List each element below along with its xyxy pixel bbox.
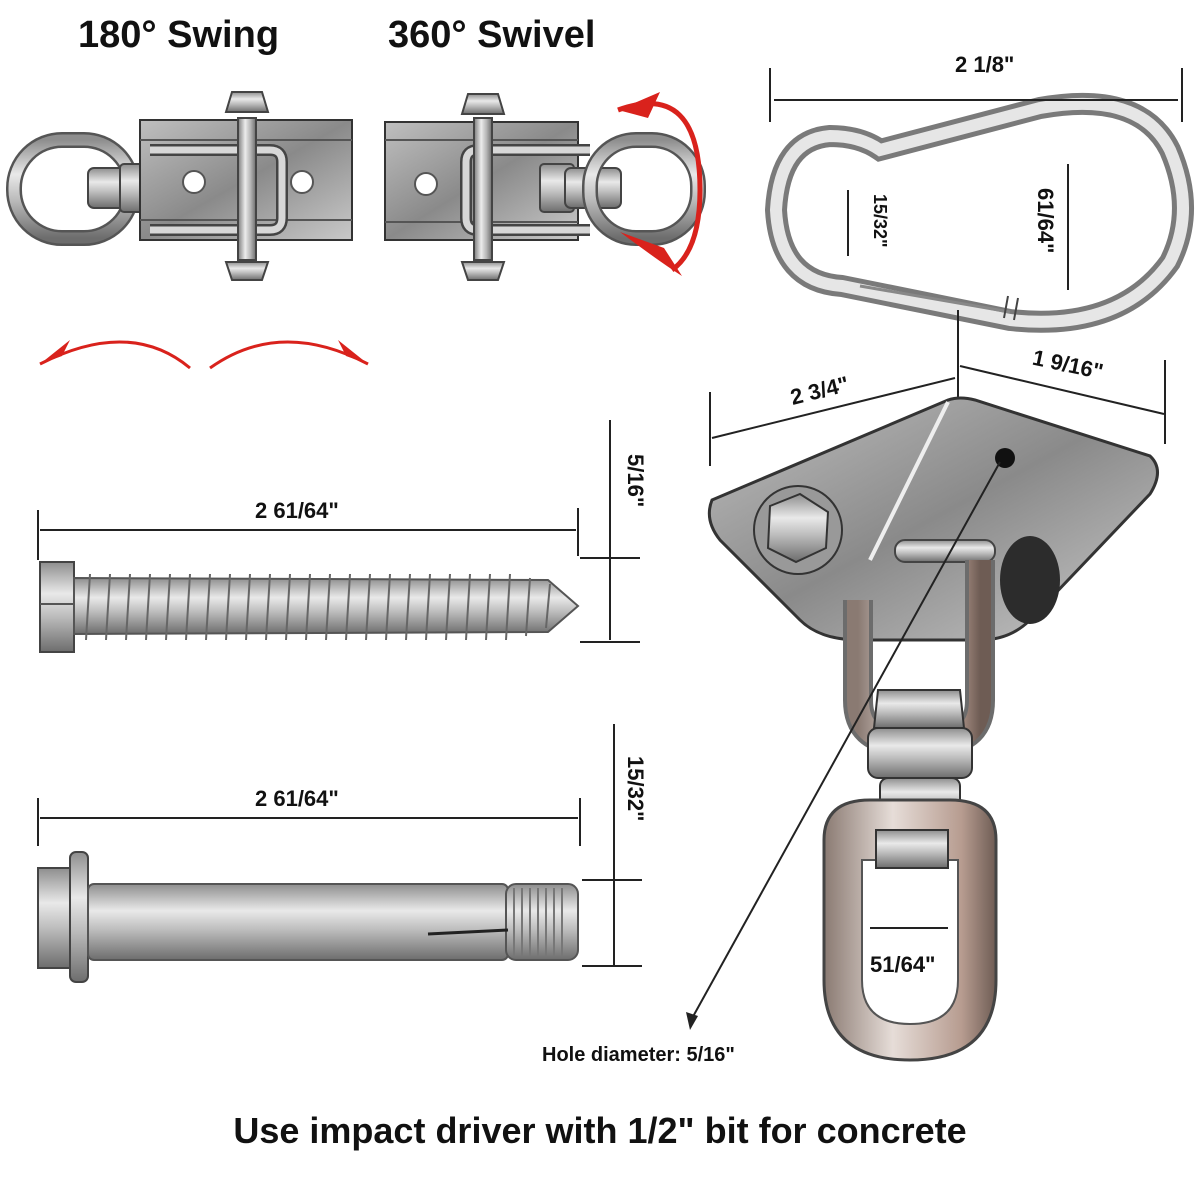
swivel-rotation-arrow-icon [617, 92, 703, 276]
hole-leader-arrow-icon [686, 461, 1001, 1030]
eye-inner-width-label: 51/64" [870, 952, 936, 977]
mount-dimension-lines [709, 360, 1166, 929]
sleeve-anchor-length-label: 2 61/64" [255, 786, 339, 811]
lag-screw-length-label: 2 61/64" [255, 498, 339, 523]
sleeve-anchor-dimension-lines [37, 724, 642, 967]
swing-arc-arrows-icon [39, 340, 369, 370]
swivel-hanger-image [384, 93, 706, 281]
carabiner-dimension-lines [769, 68, 1183, 400]
sleeve-anchor-image [37, 851, 579, 983]
swivel-label: 360° Swivel [388, 14, 596, 56]
ceiling-mount-swivel-image [707, 396, 1159, 1062]
hole-diameter-label: Hole diameter: 5/16" [542, 1044, 735, 1066]
swing-label: 180° Swing [78, 14, 280, 56]
carabiner-image [764, 92, 1194, 333]
carabiner-large-opening-label: 61/64" [1033, 188, 1058, 254]
swing-hanger-image [6, 91, 353, 281]
concrete-instruction: Use impact driver with 1/2" bit for conc… [233, 1110, 967, 1151]
lag-screw-diameter-label: 5/16" [623, 454, 648, 508]
lag-screw-image [39, 561, 580, 653]
lag-screw-dimension-lines [37, 420, 640, 643]
carabiner-length-label: 2 1/8" [955, 52, 1015, 77]
sleeve-anchor-diameter-label: 15/32" [623, 756, 648, 822]
carabiner-small-opening-label: 15/32" [870, 194, 890, 248]
